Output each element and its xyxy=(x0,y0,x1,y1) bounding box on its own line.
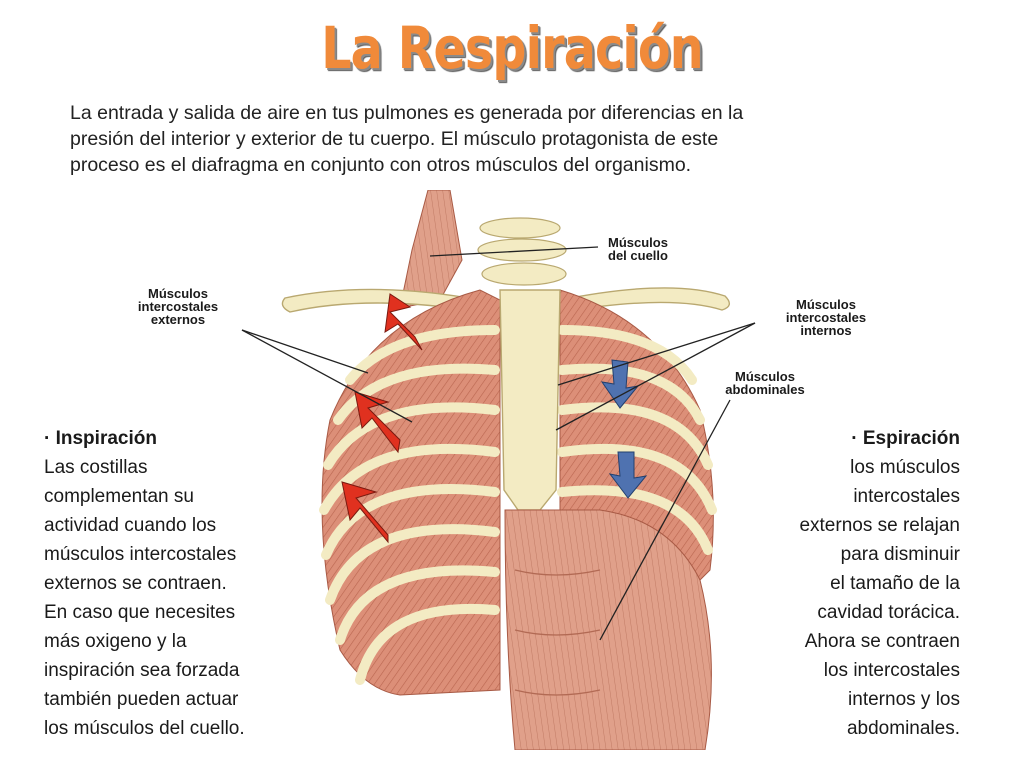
intro-line: La entrada y salida de aire en tus pulmo… xyxy=(70,102,744,124)
expiration-line: intercostales xyxy=(853,486,960,507)
up-arrow-icon xyxy=(384,293,423,351)
down-arrow-icon xyxy=(608,451,648,499)
cervical-spine xyxy=(477,217,567,286)
expiration-line: el tamaño de la xyxy=(830,573,960,594)
expiration-heading: · Espiración xyxy=(851,428,960,449)
expiration-panel: · Espiración los músculos intercostales … xyxy=(730,424,960,743)
inspiration-heading: · Inspiración xyxy=(44,428,157,449)
inspiration-line: complementan su xyxy=(44,486,194,507)
ribcage-illustration xyxy=(241,190,756,750)
sternum xyxy=(499,289,561,511)
inspiration-panel: · Inspiración Las costillas complementan… xyxy=(44,424,344,743)
expiration-line: cavidad torácica. xyxy=(817,602,960,623)
inspiration-line: músculos intercostales xyxy=(44,544,237,565)
expiration-line: los músculos xyxy=(850,457,960,478)
red-arrow-icons xyxy=(341,293,423,544)
expiration-line: los intercostales xyxy=(823,660,960,681)
intro-paragraph: La entrada y salida de aire en tus pulmo… xyxy=(70,100,970,178)
blue-arrow-icons xyxy=(600,359,648,499)
label-internal-intercostal: Músculos intercostales internos xyxy=(785,297,867,338)
inspiration-line: más oxigeno y la xyxy=(44,631,187,652)
label-abdominal-muscles: Músculos abdominales xyxy=(725,369,805,397)
expiration-line: Ahora se contraen xyxy=(804,631,960,652)
rectus-lines xyxy=(514,569,601,696)
up-arrow-icon xyxy=(354,391,401,454)
inspiration-line: inspiración sea forzada xyxy=(44,660,240,681)
right-ribs xyxy=(557,325,717,555)
inspiration-line: los músculos del cuello. xyxy=(44,718,245,739)
inspiration-line: actividad cuando los xyxy=(44,515,217,536)
expiration-line: externos se relajan xyxy=(799,515,960,536)
down-arrow-icon xyxy=(600,359,640,409)
abdominal-muscle xyxy=(504,509,712,750)
leader-lines xyxy=(241,246,756,641)
inspiration-line: externos se contraen. xyxy=(44,573,227,594)
up-arrow-icon xyxy=(341,481,389,544)
intro-line: proceso es el diafragma en conjunto con … xyxy=(70,154,692,176)
page-title: La Respiración xyxy=(321,14,703,82)
inspiration-line: En caso que necesites xyxy=(44,602,236,623)
right-clavicle xyxy=(559,287,730,313)
label-neck-muscles: Músculos del cuello xyxy=(608,235,668,263)
expiration-line: abdominales. xyxy=(846,718,960,739)
intro-line: presión del interior y exterior de tu cu… xyxy=(70,128,719,150)
inspiration-line: también pueden actuar xyxy=(44,689,239,710)
inspiration-line: Las costillas xyxy=(44,457,148,478)
expiration-line: internos y los xyxy=(848,689,960,710)
label-external-intercostal: Músculos intercostales externos xyxy=(137,286,219,327)
expiration-line: para disminuir xyxy=(840,544,960,565)
